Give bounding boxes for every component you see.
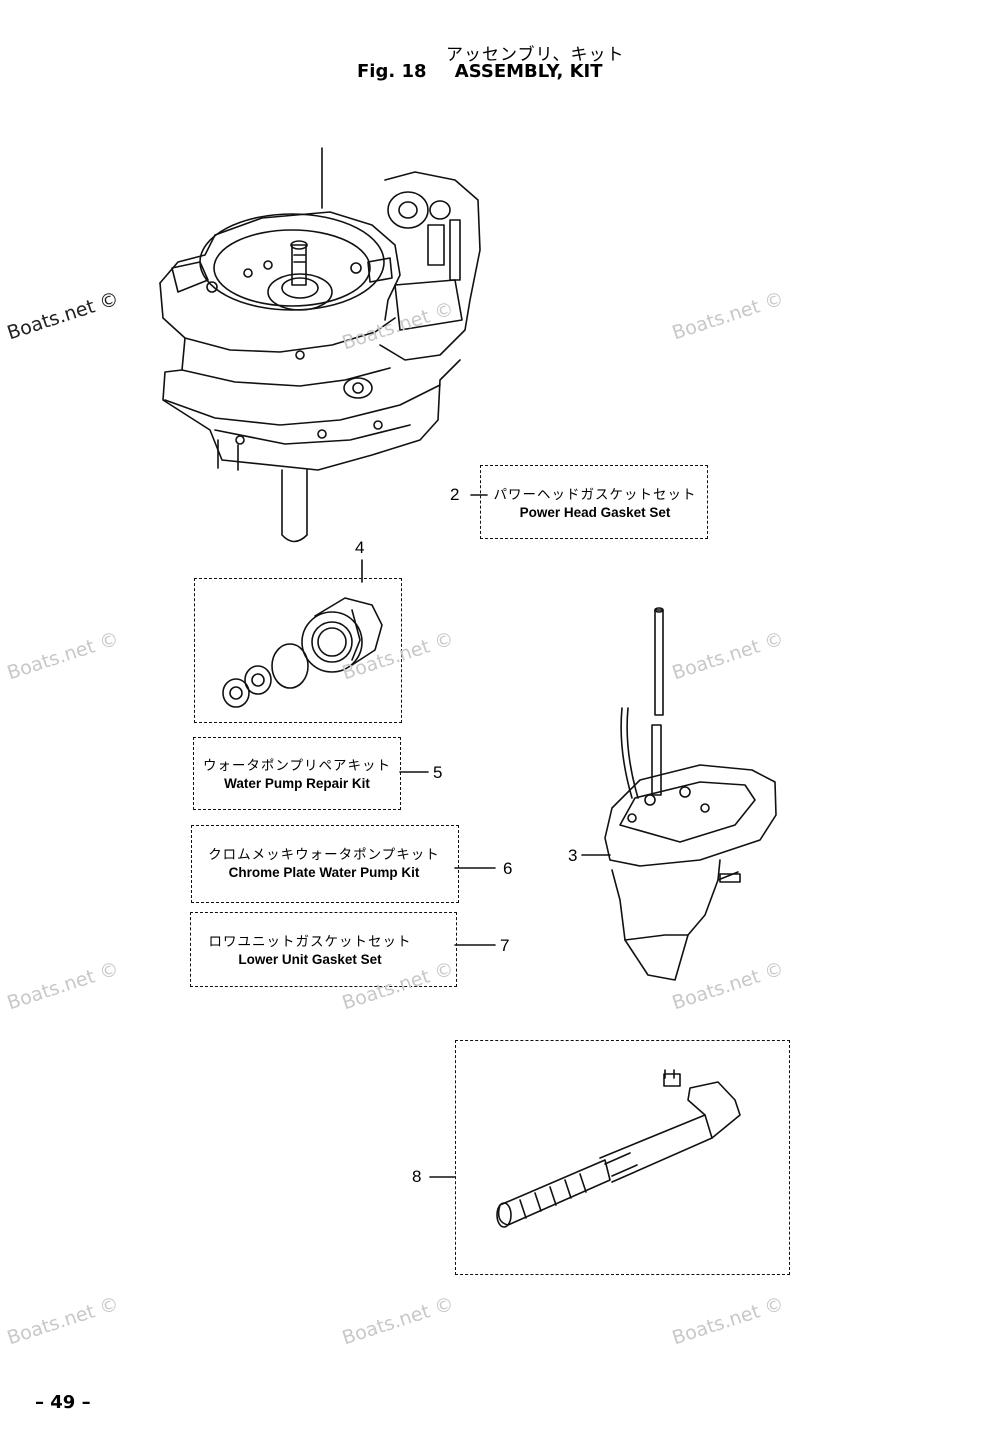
kit-label-english: Water Pump Repair Kit <box>224 776 370 791</box>
callout-3: 3 <box>568 846 578 865</box>
figure-title: Fig. 18 ASSEMBLY, KIT <box>357 61 603 82</box>
callout-2: 2 <box>450 485 460 504</box>
callout-6: 6 <box>503 859 513 878</box>
callout-5: 5 <box>433 763 443 782</box>
lower-unit-gasket-set-box <box>190 912 457 987</box>
figure-title-english: ASSEMBLY, KIT <box>454 61 603 82</box>
callout-8: 8 <box>412 1167 422 1186</box>
lower-unit-illustration <box>604 607 777 981</box>
water-pump-kit-illustration <box>222 597 383 708</box>
kit-label-english: Chrome Plate Water Pump Kit <box>228 865 420 880</box>
page-number: – 49 – <box>35 1392 91 1413</box>
power-head-illustration <box>159 147 481 543</box>
power-head-gasket-set-box <box>480 465 708 539</box>
kit-label-english: Lower Unit Gasket Set <box>238 952 382 967</box>
special-tool-illustration <box>496 1069 741 1228</box>
chrome-plate-water-pump-kit-label: クロムメッキウォータポンプキット Chrome Plate Water Pump… <box>193 846 455 882</box>
water-pump-repair-kit-label: ウォータポンプリペアキット Water Pump Repair Kit <box>193 757 401 793</box>
chrome-plate-water-pump-kit-box <box>191 825 459 903</box>
special-tool-box <box>455 1040 790 1275</box>
kit-label-japanese: パワーヘッドガスケットセット <box>493 487 697 502</box>
kit-label-english: Power Head Gasket Set <box>519 505 671 520</box>
callout-7: 7 <box>500 936 510 955</box>
callout-4: 4 <box>355 538 365 557</box>
power-head-gasket-set-label: パワーヘッドガスケットセット Power Head Gasket Set <box>485 486 705 522</box>
kit-label-japanese: クロムメッキウォータポンプキット <box>208 847 440 862</box>
water-pump-kit-box <box>194 578 402 723</box>
lower-unit-gasket-set-label: ロワユニットガスケットセット Lower Unit Gasket Set <box>190 933 430 969</box>
figure-title-japanese: アッセンブリ、キット <box>446 45 625 65</box>
figure-number: Fig. 18 <box>357 61 427 82</box>
kit-label-japanese: ウォータポンプリペアキット <box>202 758 392 773</box>
water-pump-repair-kit-box <box>193 737 401 810</box>
kit-label-japanese: ロワユニットガスケットセット <box>208 934 412 949</box>
